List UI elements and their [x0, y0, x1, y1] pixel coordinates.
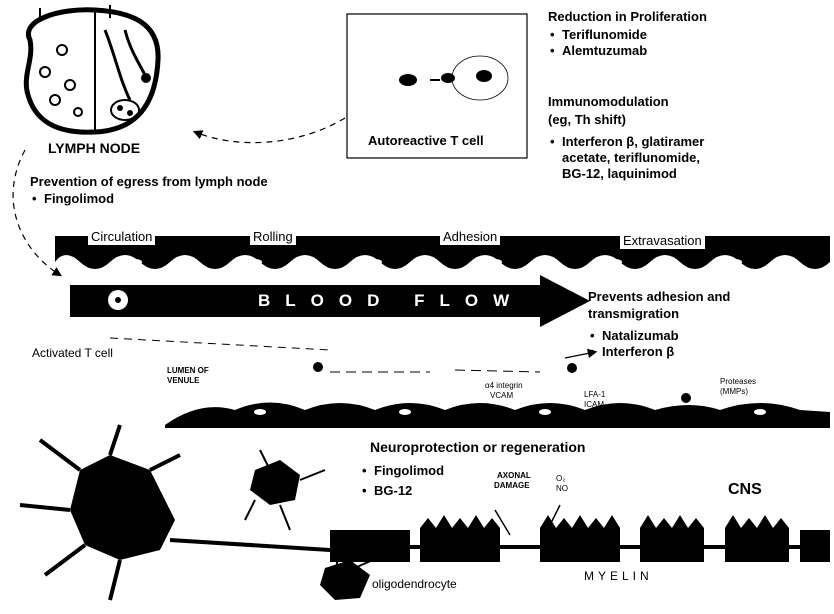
t-cell-label: Autoreactive T cell	[368, 133, 484, 149]
immunomodulation-drugs-line: acetate, teriflunomide,	[562, 150, 704, 166]
protease-label-1: Proteases	[720, 377, 756, 386]
myelin-label: MYELIN	[584, 569, 653, 584]
neuroprotection-heading: Neuroprotection or regeneration	[370, 439, 585, 456]
blood-flow-label: BLOOD FLOW	[258, 291, 524, 311]
egress-drug: Fingolimod	[30, 191, 114, 207]
egress-drug-list: Fingolimod	[30, 191, 114, 207]
immunomodulation-drugs-line: BG-12, laquinimod	[562, 166, 704, 182]
adhesion-heading: Prevents adhesion and	[588, 289, 730, 305]
lfa-label-2: ICAM	[584, 400, 604, 409]
immunomodulation-heading: Immunomodulation	[548, 94, 669, 110]
radicals-label-2: NO	[556, 484, 568, 493]
lfa-label-1: LFA-1	[584, 390, 605, 399]
immunomodulation-drugs-line: Interferon β, glatiramer	[562, 134, 704, 150]
adhesion-drug: Interferon β	[588, 344, 679, 360]
proliferation-drug-list: Teriflunomide Alemtuzumab	[548, 27, 647, 59]
stage-extravasation: Extravasation	[620, 233, 705, 249]
lumen-label-2: VENULE	[167, 376, 199, 385]
microglia	[245, 450, 325, 530]
proliferation-heading: Reduction in Proliferation	[548, 9, 707, 25]
egress-heading: Prevention of egress from lymph node	[30, 174, 268, 190]
axon	[330, 505, 830, 562]
axonal-damage-label-2: DAMAGE	[494, 481, 530, 490]
activated-t-cell-label: Activated T cell	[32, 346, 113, 361]
oligodendrocyte-label: oligodendrocyte	[372, 577, 457, 592]
cns-label: CNS	[728, 481, 762, 499]
stage-adhesion: Adhesion	[440, 229, 500, 245]
lymph-node-drawing	[26, 5, 158, 132]
integrin-label-2: VCAM	[490, 391, 513, 400]
neuroprotection-drug: Fingolimod	[360, 461, 444, 481]
adhesion-drug: Natalizumab	[588, 328, 679, 344]
integrin-label-1: α4 integrin	[485, 381, 523, 390]
lumen-label-1: LUMEN OF	[167, 366, 209, 375]
protease-label-2: (MMPs)	[720, 387, 748, 396]
proliferation-drug: Alemtuzumab	[548, 43, 647, 59]
proliferation-drug: Teriflunomide	[548, 27, 647, 43]
neuroprotection-drug: BG-12	[360, 481, 444, 501]
endothelium-bottom	[165, 403, 830, 429]
lymph-node-title: LYMPH NODE	[48, 140, 140, 157]
axonal-damage-label-1: AXONAL	[497, 471, 531, 480]
stage-rolling: Rolling	[250, 229, 296, 245]
stage-circulation: Circulation	[88, 229, 155, 245]
bullet: •	[550, 134, 555, 150]
neuroprotection-drug-list: Fingolimod BG-12	[360, 461, 444, 501]
adhesion-drug-list: Natalizumab Interferon β	[588, 328, 679, 360]
adhesion-subheading: transmigration	[588, 306, 679, 322]
immunomodulation-subheading: (eg, Th shift)	[548, 112, 626, 128]
immunomodulation-drugs: • Interferon β, glatiramer acetate, teri…	[548, 134, 704, 182]
radicals-label-1: O₂	[556, 474, 565, 483]
